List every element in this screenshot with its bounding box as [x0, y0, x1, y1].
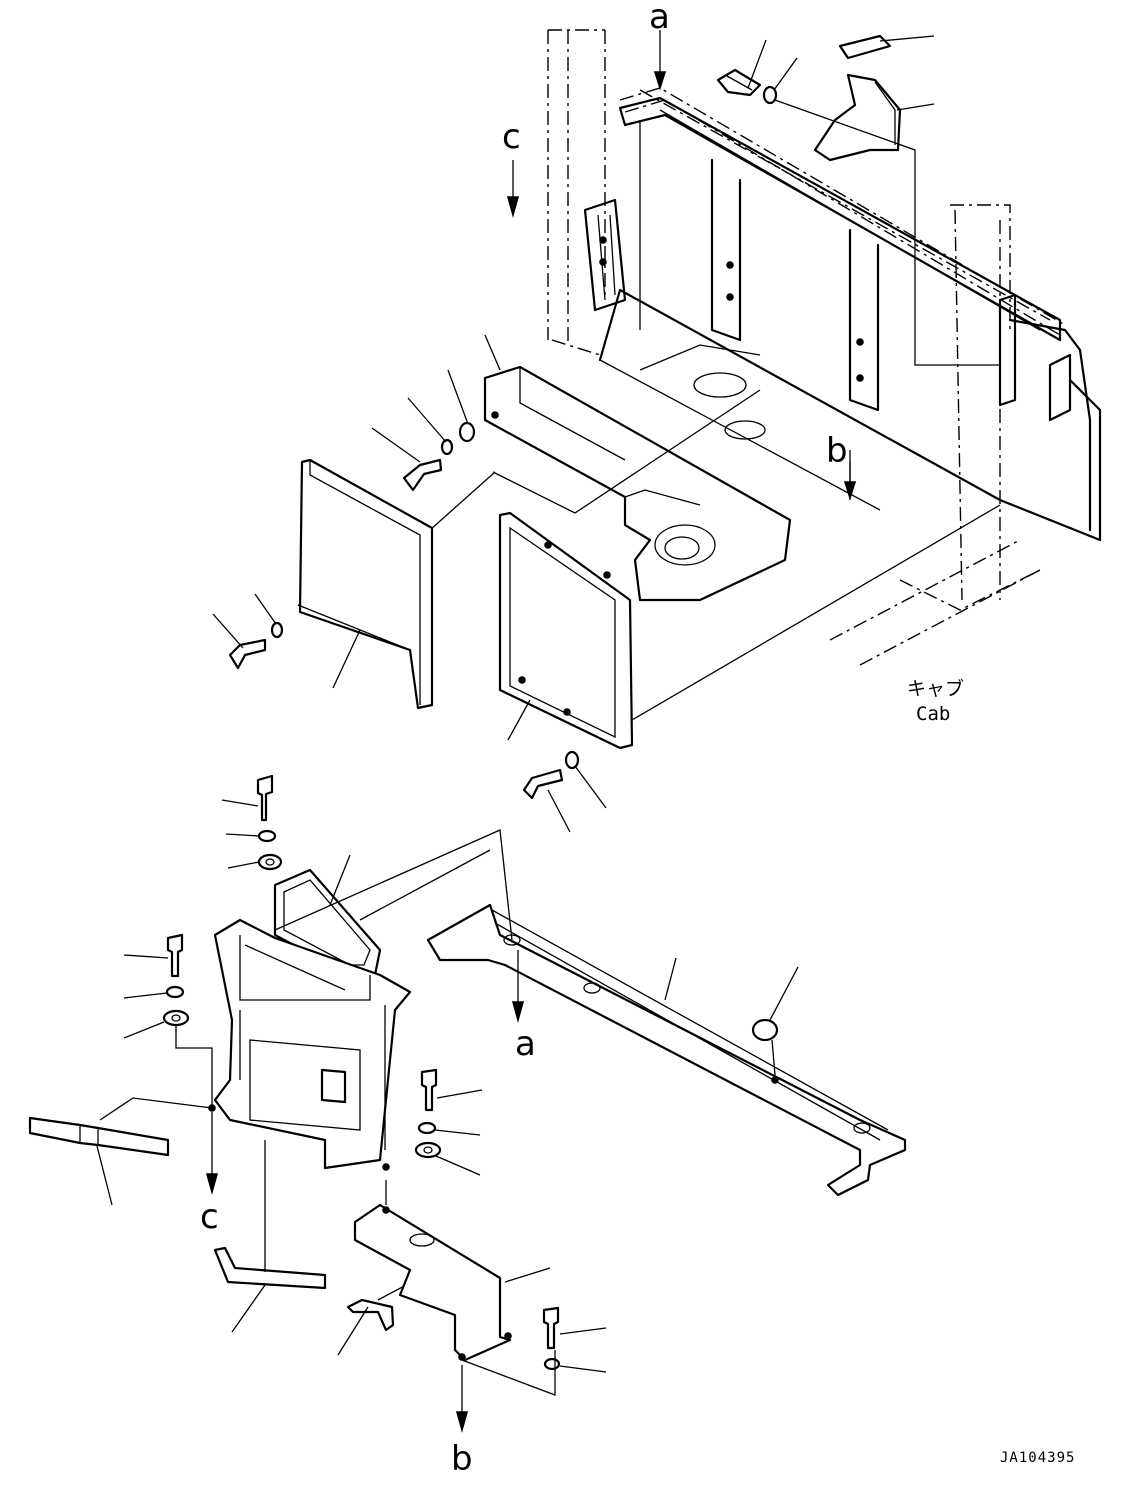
duct-washer-large — [447, 369, 476, 443]
console-washer-left-2 — [123, 1009, 190, 1039]
console-washer-right-1 — [417, 1121, 481, 1136]
view-label-b-bottom: b — [451, 1439, 473, 1479]
view-label-a-bottom: a — [515, 1024, 536, 1064]
console-washer-2 — [227, 853, 283, 871]
cab-frame — [547, 29, 1102, 666]
duct-washer-small — [407, 397, 454, 456]
console-washer-1 — [225, 829, 277, 843]
lower-bracket — [353, 1180, 551, 1362]
seal-strip — [28, 1116, 170, 1206]
duct-bolt — [371, 427, 443, 492]
cab-label-en: Cab — [916, 703, 950, 725]
rail-plug — [751, 966, 799, 1076]
bracket-bolt — [542, 1306, 607, 1350]
top-bolt — [716, 39, 767, 97]
view-label-c-top: c — [502, 117, 521, 157]
cover-center-bolt — [522, 768, 571, 833]
cover-center-washer — [564, 750, 607, 809]
drawing-reference: JA104395 — [1000, 1450, 1075, 1466]
bracket-cover-top — [813, 34, 935, 162]
top-washer — [762, 57, 798, 105]
cover-panel-washer — [254, 593, 284, 639]
duct-assembly — [483, 334, 792, 602]
console-body — [208, 918, 412, 1171]
console-bolt-right — [420, 1068, 483, 1112]
view-label-a-top: a — [649, 0, 670, 37]
console-bolt-left — [123, 933, 184, 978]
cover-panel-bolt — [212, 613, 267, 670]
side-rail — [426, 903, 907, 1197]
bracket-washer — [543, 1357, 607, 1373]
cover-panel-center — [498, 504, 1001, 750]
cab-label-jp: キャブ — [907, 677, 964, 700]
console-washer-left-1 — [123, 985, 185, 999]
console-bolt-top — [221, 774, 274, 822]
console-washer-right-2 — [414, 1141, 481, 1176]
cover-panel-left — [297, 458, 434, 710]
view-label-b-right: b — [826, 431, 848, 471]
view-label-c-bottom: c — [200, 1197, 219, 1237]
rubber-tube — [213, 1140, 327, 1333]
